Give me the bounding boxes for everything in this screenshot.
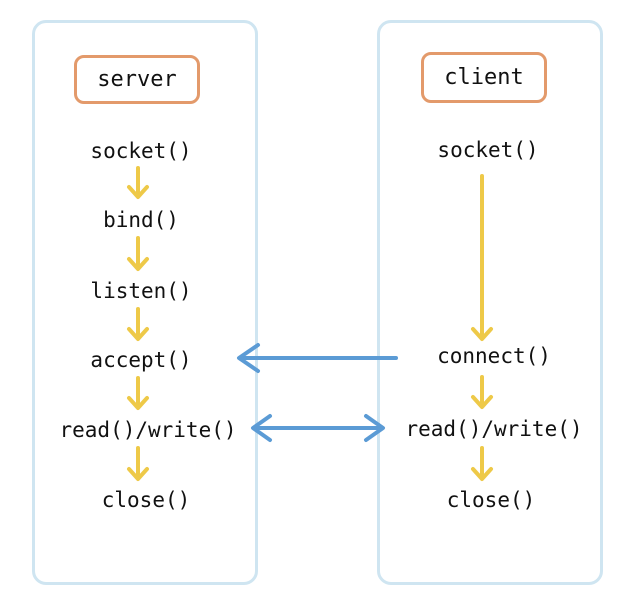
server-step-listen: listen()	[90, 279, 192, 303]
server-flow-arrow-4	[127, 376, 149, 410]
client-step-read-write: read()/write()	[405, 417, 583, 441]
server-flow-arrow-1	[127, 166, 149, 199]
client-flow-arrow-2	[471, 375, 493, 409]
server-step-bind: bind()	[103, 208, 179, 232]
server-flow-arrow-2	[127, 236, 149, 271]
connect-to-accept-arrow	[237, 343, 398, 373]
server-flow-arrow-3	[127, 307, 149, 341]
client-label: client	[421, 52, 547, 103]
client-flow-arrow-3	[471, 446, 493, 481]
read-write-exchange-arrow	[251, 414, 385, 442]
server-step-socket: socket()	[90, 139, 192, 163]
server-step-accept: accept()	[90, 348, 192, 372]
server-panel	[32, 20, 258, 585]
server-step-close: close()	[101, 488, 191, 512]
client-step-socket: socket()	[437, 138, 539, 162]
client-step-connect: connect()	[437, 344, 551, 368]
client-panel	[377, 20, 603, 585]
client-flow-arrow-1	[471, 174, 493, 341]
server-label: server	[74, 55, 200, 104]
server-flow-arrow-5	[127, 446, 149, 481]
client-step-close: close()	[446, 488, 536, 512]
server-step-read-write: read()/write()	[59, 418, 237, 442]
